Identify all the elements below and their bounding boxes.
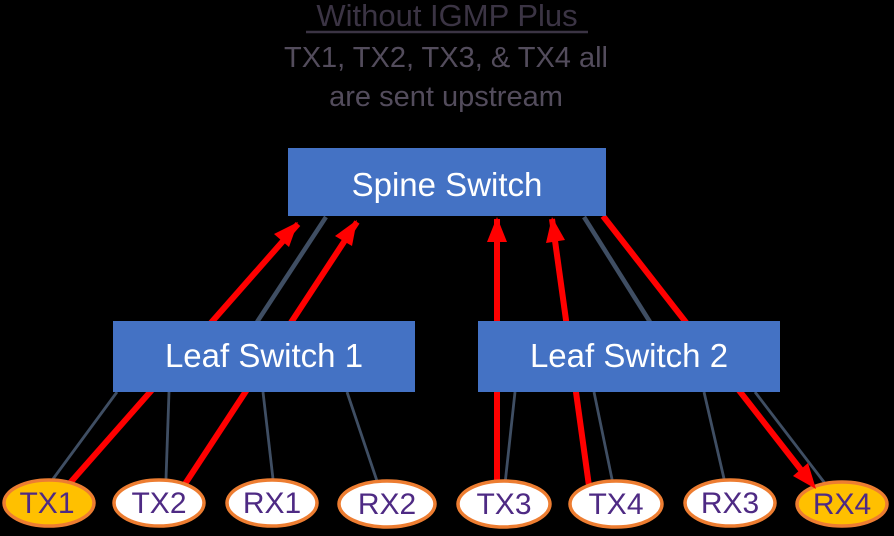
endpoint-rx3 [683,478,777,528]
arrowhead-tx4-to-spine-icon [546,217,565,243]
leaf-switch-2-label: Leaf Switch 2 [530,337,728,374]
link-leaf1-tx2 [164,391,171,480]
endpoint-tx3 [456,479,552,529]
link-leaf2-tx3 [503,391,517,485]
link-leaf2-rx3 [702,391,727,484]
gray-links [51,215,829,487]
switch-nodes: Spine Switch Leaf Switch 1 Leaf Switch 2 [113,148,780,392]
diagram-subtitle-line2: are sent upstream [329,81,563,113]
endpoint-rx1-label: RX1 [243,487,301,520]
diagram-subtitle-line1: TX1, TX2, TX3, & TX4 all [284,42,608,74]
endpoint-rx3-label: RX3 [701,487,759,520]
endpoint-tx1 [2,478,96,528]
link-leaf2-rx4 [753,391,829,487]
link-leaf1-spine [255,215,328,324]
endpoint-tx1-label: TX1 [19,487,74,520]
spine-switch-label: Spine Switch [352,166,543,203]
endpoint-tx3-label: TX3 [476,488,531,521]
endpoint-tx2 [112,478,206,528]
diagram-title: Without IGMP Plus [316,0,577,33]
endpoint-tx2-label: TX2 [131,487,186,520]
link-leaf2-tx4 [592,391,615,485]
link-leaf1-rx1 [261,391,275,480]
red-arrowheads [274,217,816,489]
endpoint-rx2 [337,479,437,529]
leaf-switch-1-box [113,321,415,392]
arrowhead-spine-to-rx4-icon [793,463,816,489]
arrowhead-tx3-to-spine-icon [487,217,507,242]
endpoint-rx4-label: RX4 [813,488,871,521]
endpoint-tx4-label: TX4 [588,488,643,521]
spine-switch-box [288,148,606,216]
endpoint-rx4 [795,480,889,528]
arrowhead-tx2-to-spine-icon [335,220,357,246]
endpoint-rx1 [225,478,319,528]
endpoint-tx4 [568,479,664,529]
leaf-switch-1-label: Leaf Switch 1 [165,337,363,374]
leaf-switch-2-box [478,321,780,392]
heading: Without IGMP Plus TX1, TX2, TX3, & TX4 a… [284,0,608,113]
endpoint-rx2-label: RX2 [358,488,416,521]
endpoint-nodes: TX1 TX2 RX1 RX2 TX3 TX4 RX3 RX4 [2,478,889,529]
arrowhead-tx1-to-spine-icon [274,222,298,247]
link-leaf1-rx2 [345,391,380,485]
link-leaf1-tx1 [51,391,119,480]
link-leaf2-spine [582,215,652,324]
